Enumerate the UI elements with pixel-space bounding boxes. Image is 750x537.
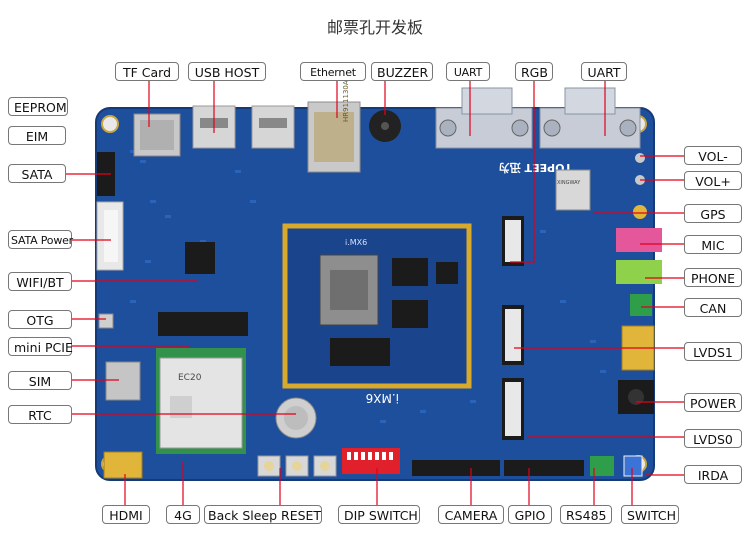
ddr-chip xyxy=(392,300,428,328)
gps-module: XINGWAY xyxy=(555,169,647,219)
rs485-terminal xyxy=(590,456,614,476)
label-switch: SWITCH xyxy=(621,505,679,524)
label-wifi-bt: WIFI/BT xyxy=(8,272,72,291)
label-hdmi: HDMI xyxy=(102,505,150,524)
power-switch xyxy=(623,455,643,477)
label-uart-1: UART xyxy=(446,62,490,81)
label-vol-plus: VOL+ xyxy=(684,171,742,190)
label-can: CAN xyxy=(684,298,742,317)
label-gpio: GPIO xyxy=(508,505,552,524)
dip-switch xyxy=(342,448,400,474)
audio-jacks xyxy=(616,153,662,284)
buzzer xyxy=(369,110,401,142)
uart-db9-2 xyxy=(539,87,641,149)
sim-slot xyxy=(105,361,141,401)
label-usb-host: USB HOST xyxy=(188,62,266,81)
som-silk-text: i.MX6 xyxy=(345,238,367,247)
label-eim: EIM xyxy=(8,126,66,145)
mini-pcie-slot xyxy=(158,312,248,336)
lvds-connectors xyxy=(502,216,524,440)
page-title: 邮票孔开发板 xyxy=(326,18,423,37)
emmc-chip xyxy=(330,338,390,366)
gps-module-text: XINGWAY xyxy=(557,180,581,186)
4g-module: EC20 xyxy=(156,348,246,454)
leader-lines xyxy=(66,80,684,505)
label-gps: GPS xyxy=(684,204,742,223)
label-mic: MIC xyxy=(684,235,742,254)
rtc-battery xyxy=(275,397,317,439)
power-jack xyxy=(618,380,654,414)
soc-chip xyxy=(319,254,379,326)
wifi-bt-chip xyxy=(185,242,215,274)
label-lvds0: LVDS0 xyxy=(684,429,742,448)
camera-header xyxy=(412,460,500,476)
label-otg: OTG xyxy=(8,310,72,329)
sata-power-connector xyxy=(96,201,124,271)
can-terminal xyxy=(630,294,652,316)
label-power: POWER xyxy=(684,393,742,412)
label-sim: SIM xyxy=(8,371,72,390)
label-mini-pcie: mini PCIE xyxy=(8,337,73,356)
button-row xyxy=(257,455,337,477)
label-uart-2: UART xyxy=(581,62,627,81)
otg-port xyxy=(98,313,114,329)
label-camera: CAMERA xyxy=(438,505,504,524)
hdmi-port xyxy=(103,451,143,479)
board-brand: TOPEET 迅为 xyxy=(499,161,572,175)
label-buzzer: BUZZER xyxy=(371,62,433,81)
label-eeprom: EEPROM xyxy=(8,97,68,116)
label-rs485: RS485 xyxy=(560,505,612,524)
label-sata: SATA xyxy=(8,164,66,183)
som-core-board: i.MX6 i.MX6 xyxy=(282,223,472,405)
label-back-sleep-reset: Back Sleep RESET xyxy=(204,505,322,524)
label-dip-switch: DIP SWITCH xyxy=(338,505,420,524)
label-sata-power: SATA Power xyxy=(8,230,73,249)
label-lvds1: LVDS1 xyxy=(684,342,742,361)
uart-db9-1 xyxy=(435,87,533,149)
label-ethernet: Ethernet xyxy=(300,62,366,81)
tf-card-slot xyxy=(133,113,181,157)
label-vol-minus: VOL- xyxy=(684,146,742,165)
ddr-chip xyxy=(392,258,428,286)
label-4g: 4G xyxy=(166,505,200,524)
label-irda: IRDA xyxy=(684,465,742,484)
label-rtc: RTC xyxy=(8,405,72,424)
label-phone: PHONE xyxy=(684,268,742,287)
label-rgb: RGB xyxy=(515,62,553,81)
eth-jack-text: HR911130A xyxy=(342,80,350,122)
gpio-header xyxy=(504,460,584,476)
4g-module-text: EC20 xyxy=(178,373,202,383)
mounting-hole xyxy=(101,115,119,133)
ethernet-jack: HR911130A xyxy=(307,80,361,173)
label-tf-card: TF Card xyxy=(115,62,179,81)
som-silk-text-big: i.MX6 xyxy=(366,391,399,405)
